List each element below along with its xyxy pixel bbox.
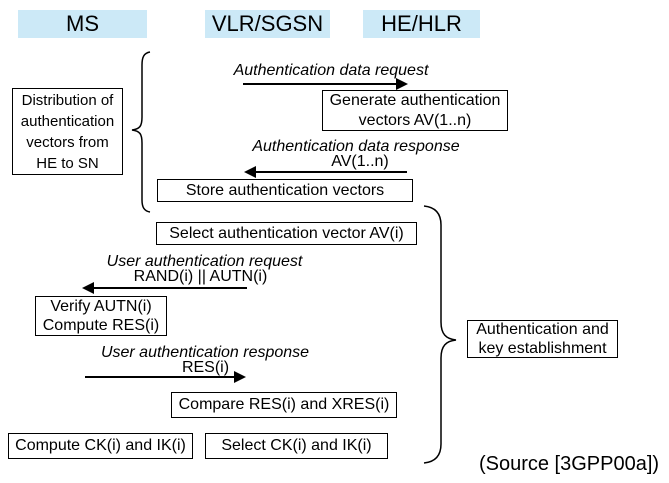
store-vectors-box: Store authentication vectors [157, 179, 413, 202]
arrow-auth-data-response-icon [244, 166, 407, 178]
user-auth-request-param: RAND(i) || AUTN(i) [133, 268, 268, 285]
verify-compute-box: Verify AUTN(i) Compute RES(i) [35, 296, 167, 336]
arrow-auth-data-request-icon [243, 78, 408, 90]
compute-ck-ik-box: Compute CK(i) and IK(i) [8, 433, 193, 459]
arrow-user-auth-request-icon [82, 282, 247, 294]
generate-vectors-box: Generate authentication vectors AV(1..n) [322, 90, 508, 131]
right-brace-icon [423, 205, 457, 464]
arrow-user-auth-response-icon [85, 371, 246, 383]
auth-data-response-label: Authentication data response [252, 138, 460, 155]
distribution-phase-box: Distribution of authentication vectors f… [12, 88, 123, 175]
actor-he-hlr: HE/HLR [363, 10, 480, 38]
actor-vlr-sgsn: VLR/SGSN [205, 10, 330, 38]
select-vector-box: Select authentication vector AV(i) [156, 222, 417, 245]
user-auth-request-label: User authentication request [106, 253, 303, 270]
user-auth-response-param: RES(i) [181, 359, 230, 376]
left-brace-icon [131, 51, 151, 213]
auth-data-response-param: AV(1..n) [331, 153, 389, 170]
compare-res-box: Compare RES(i) and XRES(i) [171, 392, 397, 418]
auth-establishment-phase-box: Authentication and key establishment [467, 320, 618, 358]
actor-ms: MS [18, 10, 147, 38]
source-citation: (Source [3GPP00a]) [478, 453, 660, 475]
select-ck-ik-box: Select CK(i) and IK(i) [205, 433, 388, 459]
auth-data-request-label: Authentication data request [233, 62, 429, 79]
user-auth-response-label: User authentication response [100, 344, 310, 361]
